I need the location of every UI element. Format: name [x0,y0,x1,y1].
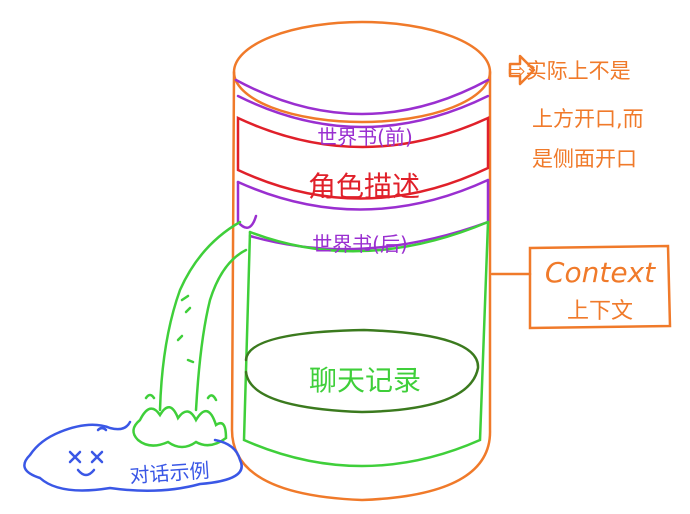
cup-outline [230,20,492,502]
dialogue-examples-label: 对话示例 [129,458,210,488]
chat-history-container [242,220,490,468]
role-description-band [236,116,490,200]
dialogue-examples-puddle [23,420,243,492]
note-line-3: 是侧面开口 [532,147,637,171]
worldbook-after-label: 世界书(后) [312,232,408,256]
spill-stream [132,220,248,449]
role-description-label: 角色描述 [308,170,420,203]
context-box-outline [490,244,672,330]
note-arrow-icon [508,54,536,86]
worldbook-before-band [234,78,490,129]
worldbook-before-label: 世界书(前) [317,125,413,149]
note-line-2: 上方开口,而 [532,107,644,131]
chat-history-base [244,328,480,414]
context-cn-label: 上下文 [567,299,633,324]
context-en-label: Context [545,256,656,289]
note-line-1: ⇨实际上不是 [508,59,631,83]
chat-history-label: 聊天记录 [309,364,421,397]
